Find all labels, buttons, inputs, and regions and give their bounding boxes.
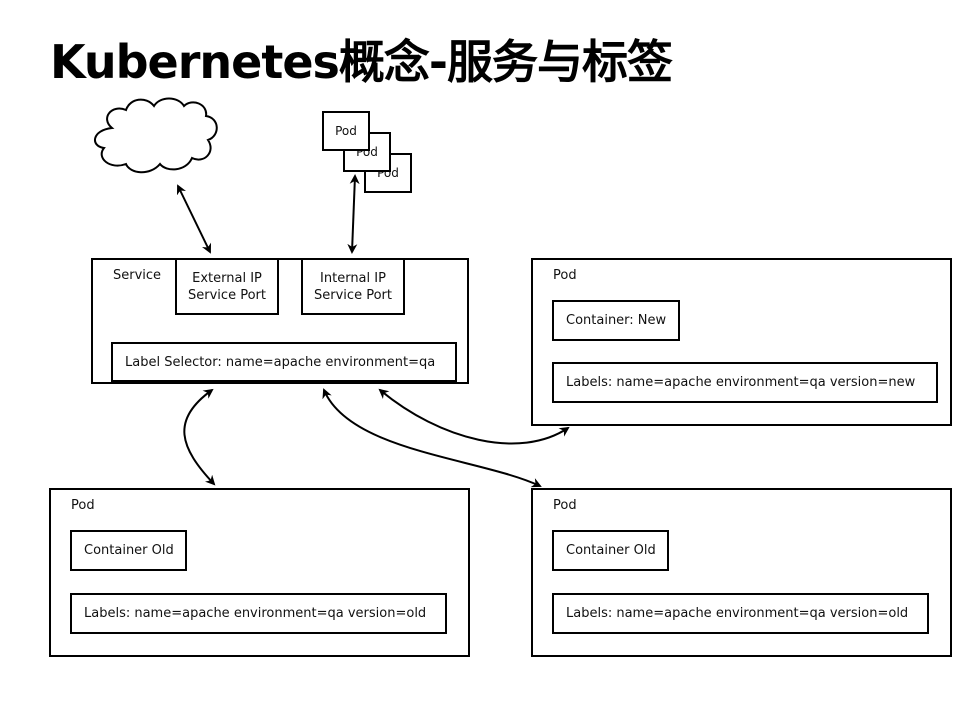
external-ip-line1: External IP [192, 270, 262, 286]
pod-new-container: Container: New [552, 300, 680, 341]
pod-old-right-labels: Labels: name=apache environment=qa versi… [552, 593, 929, 634]
pod-new-labels: Labels: name=apache environment=qa versi… [552, 362, 938, 403]
internal-ip-box: Internal IP Service Port [301, 258, 405, 315]
pod-old-right-container: Container Old [552, 530, 669, 571]
arrow-pods-internal [347, 174, 360, 254]
label-selector-box: Label Selector: name=apache environment=… [111, 342, 457, 382]
internal-ip-line2: Service Port [314, 287, 392, 303]
pod-old-left-label: Pod [71, 498, 95, 513]
pod-old-left-container: Container Old [70, 530, 187, 571]
external-ip-box: External IP Service Port [175, 258, 279, 315]
arrow-cloud-external [176, 184, 212, 254]
service-label: Service [113, 268, 162, 283]
page-title: Kubernetes概念-服务与标签 [50, 35, 673, 89]
arrow-service-pod-old-right [322, 388, 542, 488]
internal-ip-line1: Internal IP [320, 270, 386, 286]
mini-pod-1: Pod [322, 111, 370, 151]
pod-old-right-label: Pod [553, 498, 577, 513]
arrow-service-pod-old-left [183, 388, 216, 486]
pod-old-left-labels: Labels: name=apache environment=qa versi… [70, 593, 447, 634]
cloud-icon [94, 97, 218, 174]
external-ip-line2: Service Port [188, 287, 266, 303]
pod-new-label: Pod [553, 268, 577, 283]
